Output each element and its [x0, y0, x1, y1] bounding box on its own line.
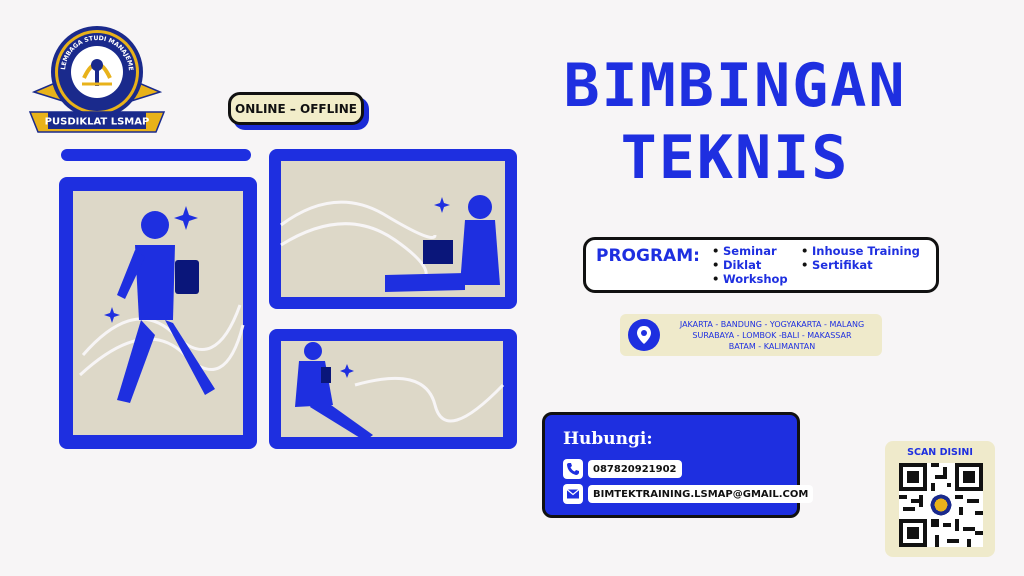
program-item: Seminar	[712, 244, 788, 258]
phone-number[interactable]: 087820921902	[588, 460, 682, 478]
locations-box: JAKARTA - BANDUNG - YOGYAKARTA - MALANG …	[620, 314, 882, 356]
mail-icon	[563, 484, 583, 504]
title-line-1: BIMBINGAN	[563, 51, 907, 121]
program-item: Diklat	[712, 258, 788, 272]
map-pin-icon	[628, 319, 660, 351]
contact-phone-row: 087820921902	[563, 459, 682, 479]
page-title: BIMBINGAN TEKNIS	[520, 50, 950, 194]
email-address[interactable]: BIMTEKTRAINING.LSMAP@GMAIL.COM	[588, 485, 814, 503]
program-item: Sertifikat	[801, 258, 920, 272]
svg-text:PUSDIKLAT LSMAP: PUSDIKLAT LSMAP	[45, 117, 150, 128]
title-line-2: TEKNIS	[620, 123, 850, 193]
locations-line-2: SURABAYA - LOMBOK -BALI - MAKASSAR	[692, 331, 852, 340]
contact-box: Hubungi: 087820921902 BIMTEKTRAINING.LSM…	[542, 412, 814, 518]
program-list-1: Seminar Diklat Workshop	[712, 244, 788, 286]
mode-pill: ONLINE – OFFLINE	[228, 92, 364, 125]
contact-email-row: BIMTEKTRAINING.LSMAP@GMAIL.COM	[563, 484, 814, 504]
program-list-2: Inhouse Training Sertifikat	[801, 244, 920, 272]
locations-line-1: JAKARTA - BANDUNG - YOGYAKARTA - MALANG	[679, 320, 865, 329]
pusdiklat-lsmap-logo: LEMBAGA STUDI MANAJEMEN AKUNTANSI DAN PE…	[22, 20, 166, 133]
qr-code-icon[interactable]	[899, 463, 983, 547]
program-label: PROGRAM:	[596, 246, 700, 266]
program-item: Workshop	[712, 272, 788, 286]
locations-text: JAKARTA - BANDUNG - YOGYAKARTA - MALANG …	[666, 319, 878, 352]
program-item: Inhouse Training	[801, 244, 920, 258]
program-box: PROGRAM: Seminar Diklat Workshop Inhouse…	[583, 237, 939, 293]
remote-learning-illustration	[59, 149, 517, 449]
qr-card: SCAN DISINI	[885, 441, 995, 557]
qr-title: SCAN DISINI	[907, 447, 973, 458]
contact-title: Hubungi:	[563, 429, 653, 449]
phone-icon	[563, 459, 583, 479]
locations-line-3: BATAM - KALIMANTAN	[728, 342, 816, 351]
